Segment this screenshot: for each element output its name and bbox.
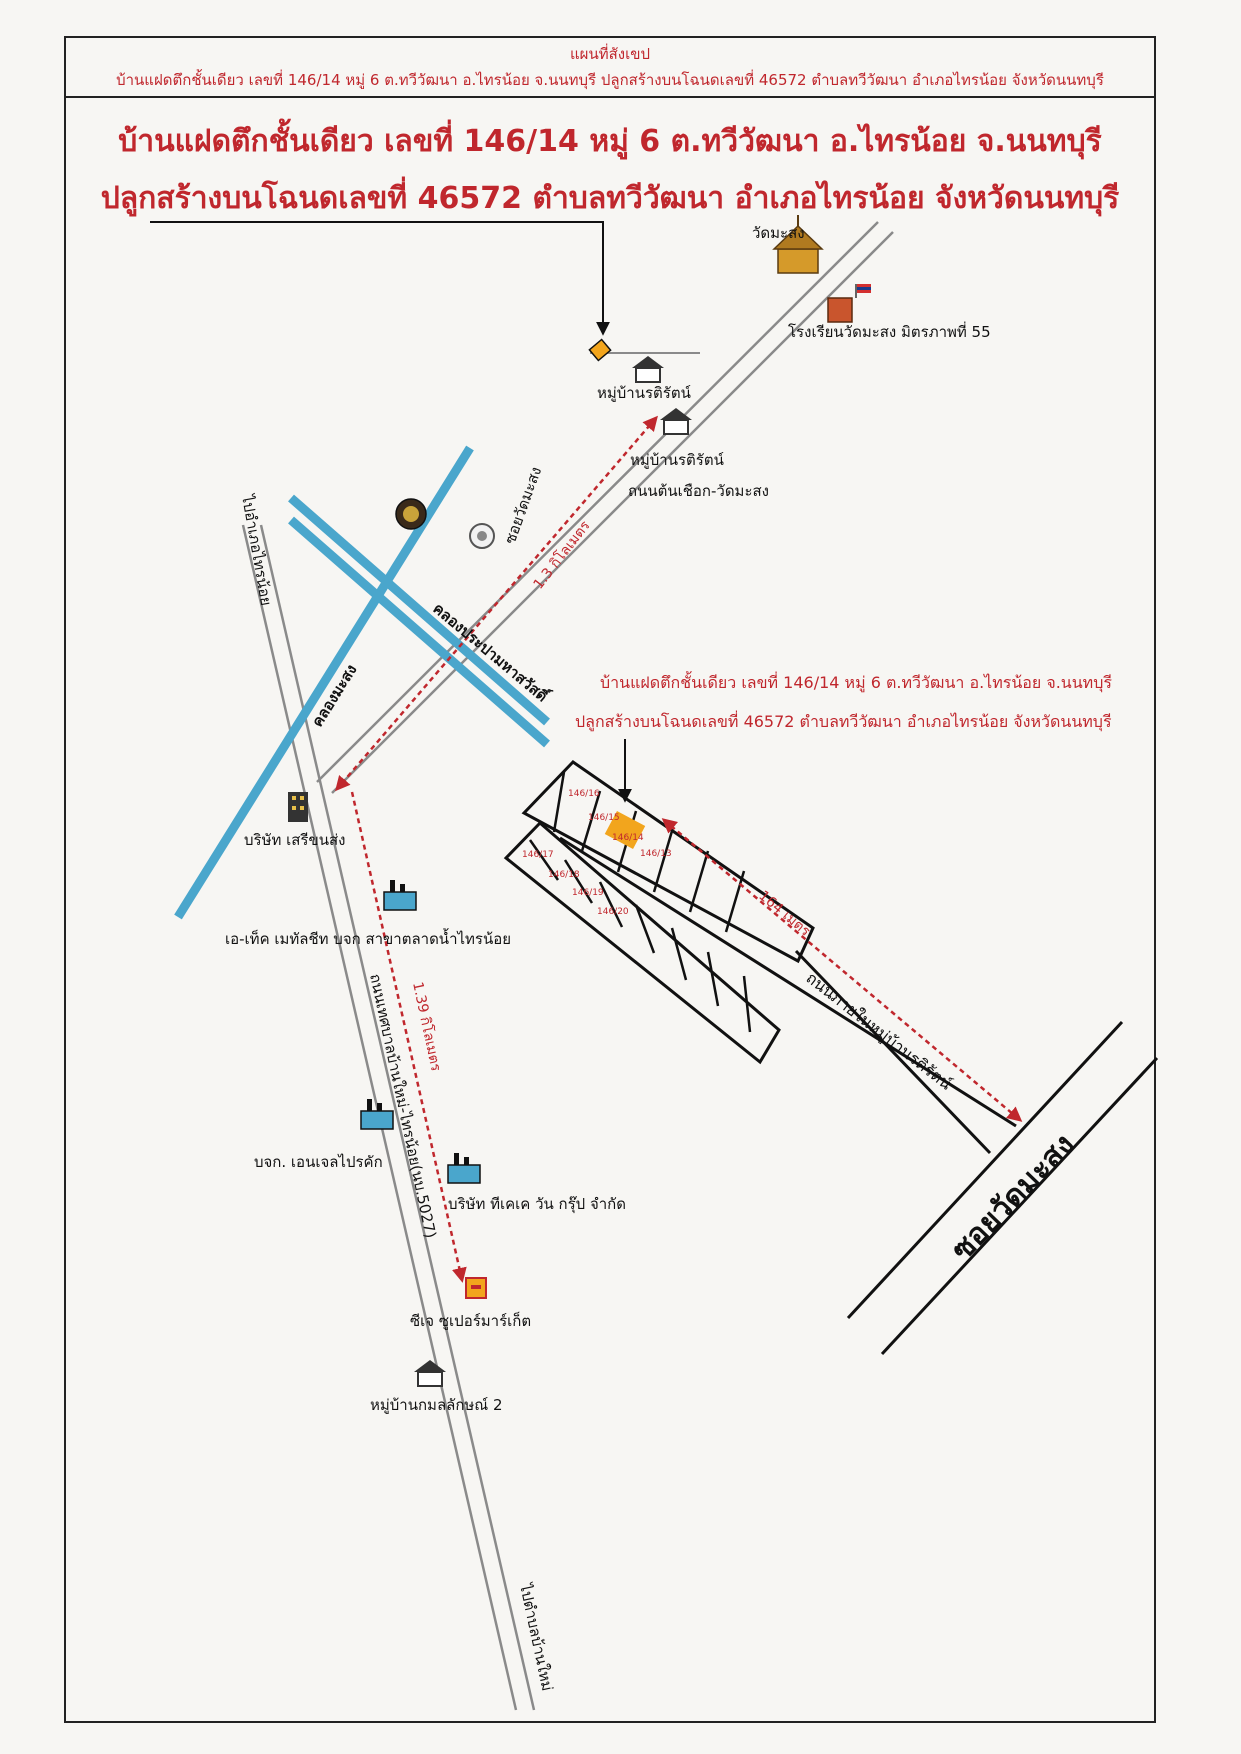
- village-house-icon: [414, 1360, 446, 1387]
- soi-road-big: [846, 1020, 1159, 1356]
- label-atech: เอ-เท็ค เมทัลชีท บจก สาขาตลาดน้ำไทรน้อย: [225, 928, 511, 948]
- distance-line-3: [661, 818, 1023, 1122]
- header-subtitle: บ้านแฝดตึกชั้นเดียว เลขที่ 146/14 หมู่ 6…: [116, 71, 1104, 89]
- distance-line-2: [350, 791, 467, 1283]
- road-label-soi-big: ซอยวัดมะสง: [945, 1127, 1082, 1267]
- factory-icon: [360, 1099, 394, 1130]
- main-title-line2: ปลูกสร้างบนโฉนดเลขที่ 46572 ตำบลทวีวัฒนา…: [100, 181, 1120, 216]
- plot-label: 146/14: [612, 833, 644, 843]
- plot-label: 146/18: [548, 870, 580, 880]
- office-building-icon: [288, 792, 308, 822]
- factory-icon: [447, 1153, 481, 1184]
- detail-label-line1: บ้านแฝดตึกชั้นเดียว เลขที่ 146/14 หมู่ 6…: [600, 671, 1112, 693]
- plot-label: 146/13: [640, 849, 672, 859]
- header-box: แผนที่สังเขป บ้านแฝดตึกชั้นเดียว เลขที่ …: [64, 36, 1156, 98]
- distance-label-2: 1.39 กิโลเมตร: [409, 980, 445, 1073]
- official-seal-icon: [469, 523, 495, 549]
- road-label-soi-diag: ซอยวัดมะสง: [501, 464, 545, 546]
- plot-label: 146/20: [597, 907, 629, 917]
- road-label-to-sainoi: ไปอำเภอไทรน้อย: [238, 493, 275, 607]
- plot-label: 146/16: [568, 789, 600, 799]
- plot-label: 146/19: [572, 888, 604, 898]
- village-house-icon: [632, 356, 664, 383]
- village-house-icon: [660, 408, 692, 435]
- label-village-top: หมู่บ้านรติรัตน์: [597, 384, 691, 402]
- subject-plot: [604, 811, 646, 849]
- school-flag-icon: [827, 284, 871, 323]
- header-title: แผนที่สังเขป: [570, 45, 650, 63]
- subject-plot-top-marker: [588, 338, 612, 362]
- label-road-khan: ถนนต้นเชือก-วัดมะสง: [628, 482, 769, 500]
- supermarket-icon: [465, 1277, 487, 1299]
- label-tkk: บริษัท ทีเคเค วัน กรุ๊ป จำกัด: [448, 1195, 626, 1214]
- plot-label: 146/17: [522, 850, 554, 860]
- plot-label: 146/15: [588, 813, 620, 823]
- label-wat: วัดมะสง: [752, 224, 805, 242]
- distance-label-3: 164 เมตร: [755, 888, 813, 940]
- temple-icon: [772, 215, 824, 274]
- distance-line-1: [335, 415, 658, 792]
- road-label-inner: ถนนภายในหมู่บ้านรติรัตน์: [802, 968, 956, 1094]
- factory-icon: [383, 880, 417, 911]
- label-village-mid: หมู่บ้านรติรัตน์: [630, 451, 724, 469]
- title-pointer-line: [150, 221, 610, 336]
- label-school: โรงเรียนวัดมะสง มิตรภาพที่ 55: [788, 321, 991, 341]
- label-company-seri: บริษัท เสรีขนส่ง: [244, 831, 345, 849]
- main-title-line1: บ้านแฝดตึกชั้นเดียว เลขที่ 146/14 หมู่ 6…: [118, 124, 1102, 159]
- detail-label-line2: ปลูกสร้างบนโฉนดเลขที่ 46572 ตำบลทวีวัฒนา…: [575, 710, 1112, 732]
- official-seal-icon: [395, 498, 427, 530]
- label-cj: ซีเจ ซูเปอร์มาร์เก็ต: [410, 1311, 531, 1330]
- road-label-to-banmai: ไปตำบลบ้านใหม่: [516, 1581, 557, 1693]
- label-angel: บจก. เอนเจลไปรคัก: [254, 1153, 383, 1171]
- map-frame: [64, 98, 1156, 1723]
- inner-village-road: [559, 836, 1017, 1155]
- label-kamon: หมู่บ้านกมลลักษณ์ 2: [370, 1396, 503, 1414]
